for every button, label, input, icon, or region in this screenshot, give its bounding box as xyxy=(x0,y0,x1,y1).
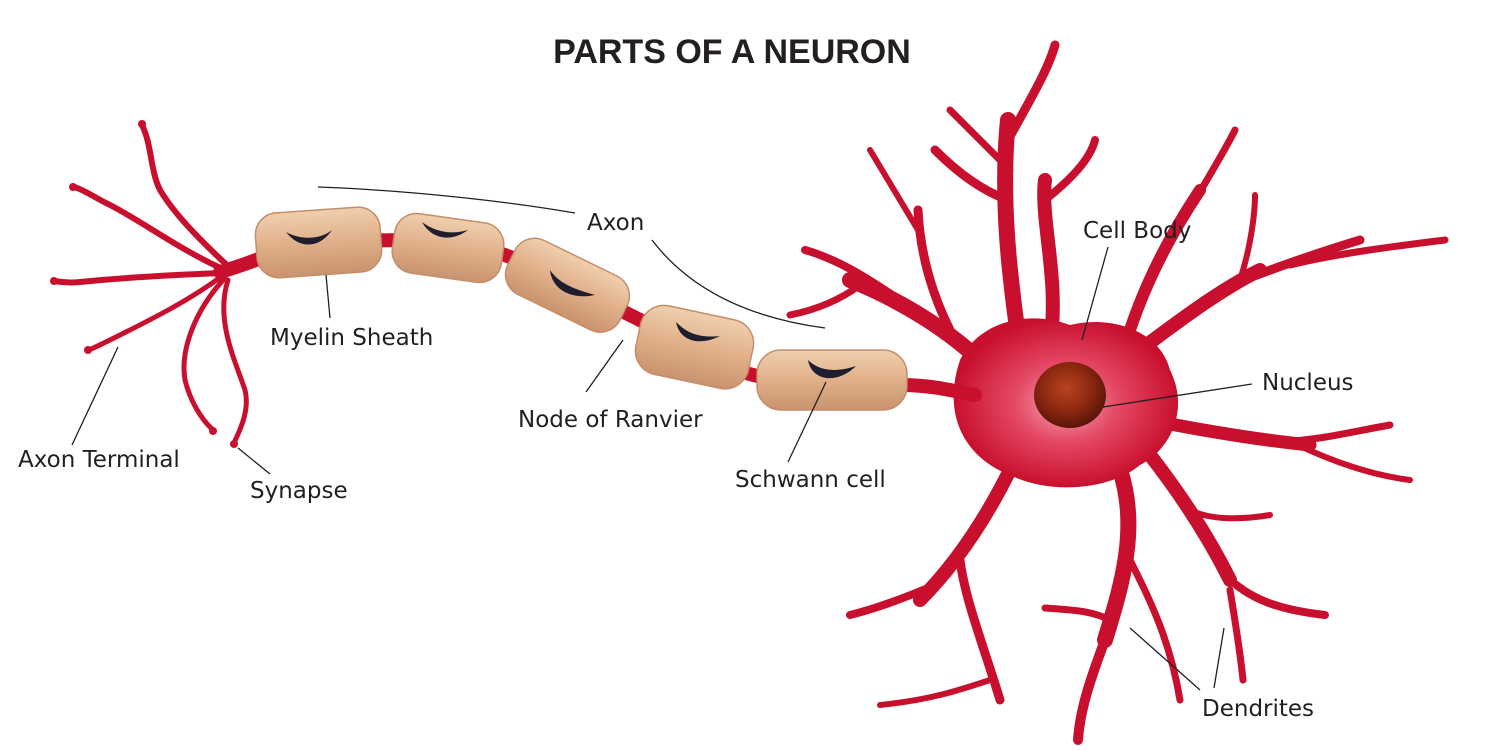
diagram-title: PARTS OF A NEURON xyxy=(553,33,911,71)
nucleus xyxy=(1034,362,1106,428)
myelin-sheath xyxy=(254,206,908,411)
dendrites xyxy=(786,40,1449,745)
label-axon-terminal: Axon Terminal xyxy=(18,447,180,473)
schwann-cell-1 xyxy=(254,206,383,279)
label-cell-body: Cell Body xyxy=(1083,218,1191,244)
label-dendrites: Dendrites xyxy=(1202,696,1314,722)
schwann-cell-2 xyxy=(391,212,505,284)
label-axon: Axon xyxy=(587,210,644,236)
label-myelin-sheath: Myelin Sheath xyxy=(270,325,433,351)
label-schwann-cell: Schwann cell xyxy=(735,467,886,493)
schwann-cell-3 xyxy=(504,237,631,333)
schwann-cell-5 xyxy=(756,349,908,411)
axon-terminal-branches xyxy=(50,120,249,448)
label-node-of-ranvier: Node of Ranvier xyxy=(518,407,703,433)
label-nucleus: Nucleus xyxy=(1262,370,1354,396)
leader-lines xyxy=(71,186,1253,691)
label-synapse: Synapse xyxy=(250,478,348,504)
schwann-cell-4 xyxy=(634,304,755,390)
